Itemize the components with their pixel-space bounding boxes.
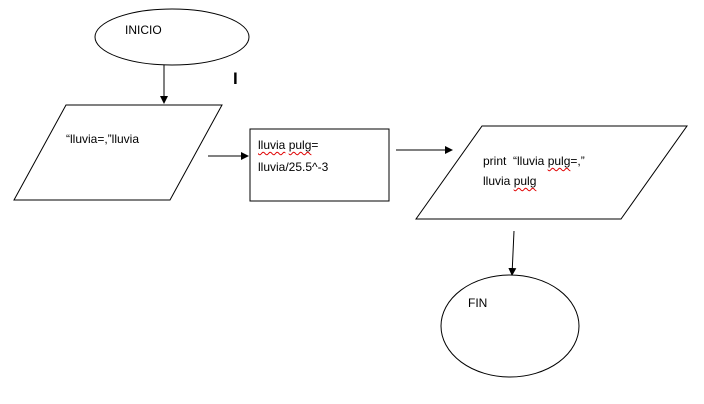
output-parallelogram [415, 125, 688, 220]
end-terminator [440, 274, 580, 378]
arrow-output-to-end [508, 230, 517, 276]
stray-mark: I [233, 69, 238, 88]
start-label: INICIO [125, 23, 162, 37]
process-word-lluvia: lluvia [258, 138, 286, 152]
output-line-2-prefix: lluvia [483, 174, 514, 188]
start-terminator [94, 8, 250, 66]
output-word-pulg: pulg [547, 154, 571, 168]
output-line-2: lluvia pulg [483, 175, 536, 187]
process-line-1-rest: = [311, 138, 319, 152]
output-line-1-rest: =,” [570, 154, 585, 168]
output-word-pulg-2: pulg [513, 174, 537, 188]
process-box [249, 128, 390, 202]
output-line-1-prefix: print “lluvia [483, 154, 548, 168]
process-line-2: lluvia/25.5^-3 [258, 160, 329, 174]
process-line-1: lluvia pulg= [258, 139, 318, 151]
input-label: “lluvia=,”lluvia [66, 132, 140, 146]
input-parallelogram [13, 104, 223, 201]
output-line-1: print “lluvia pulg=,” [483, 155, 585, 167]
process-word-pulg: pulg [288, 138, 312, 152]
end-label: FIN [468, 296, 488, 310]
